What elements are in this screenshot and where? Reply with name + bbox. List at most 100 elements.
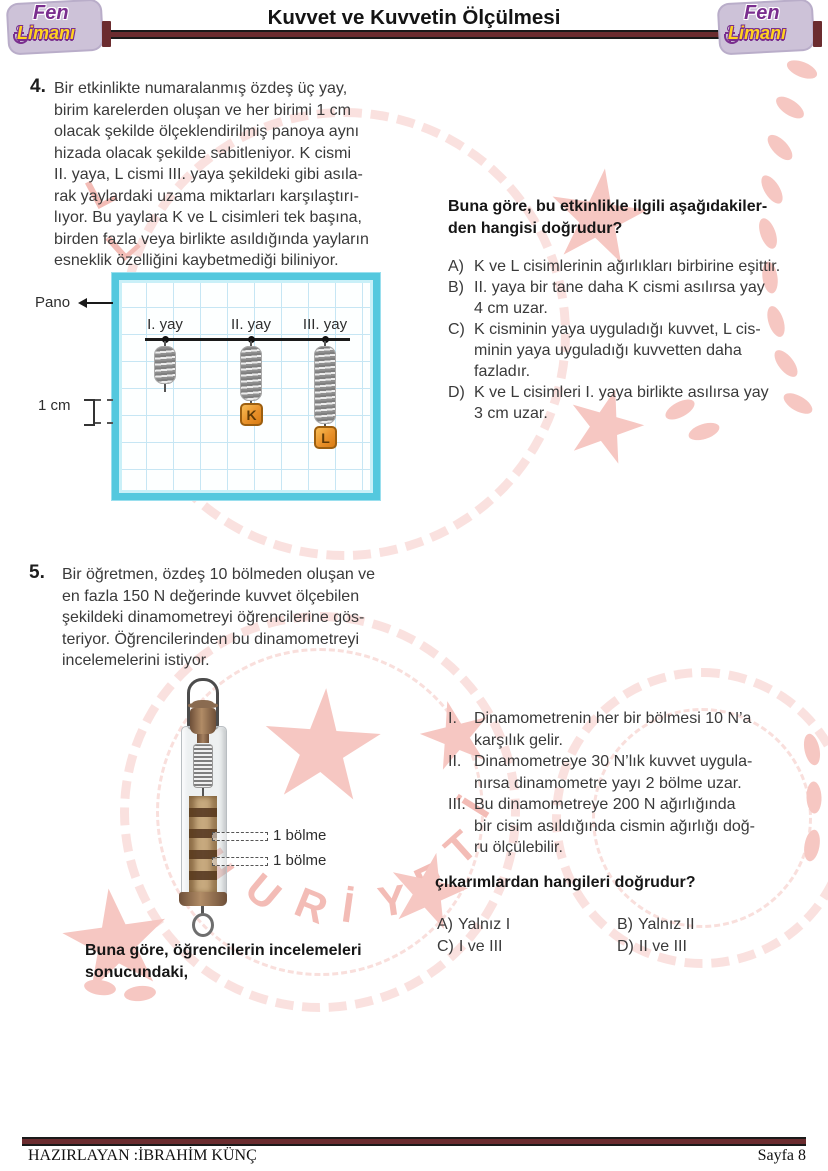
logo-text-fen: Fen [744,2,780,24]
option-c-label: C) [437,938,454,955]
hook-dot [322,336,329,343]
dynamometer-figure: 1 bölme 1 bölme [165,676,365,942]
option-c: C)I ve III [437,938,617,956]
option-c-text: K cisminin yaya uyguladığı kuvvet, L cis… [474,321,761,380]
dynamometer-base [179,892,227,906]
bolme-marker [212,832,268,841]
pegboard: I. yay II. yay III. yay K L [112,273,380,500]
option-c-text: I ve III [458,938,503,955]
anchor-icon [724,25,740,45]
spring2-tail [250,401,252,404]
option-a: A) Yalnız I [437,916,617,934]
hook-dot [248,336,255,343]
laurel-leaf [123,984,157,1003]
laurel-leaf [772,92,808,123]
statement-3: III. Bu dinamometreye 200 N ağırlığında … [448,794,824,859]
logo-text-fen: Fen [33,2,69,24]
pano-arrow-icon [78,298,87,308]
option-b: B) Yalnız II [617,916,817,934]
question5-statements: I. Dinamometrenin her bir bölmesi 10 N’a… [448,708,824,859]
dynamometer-cap [190,708,216,734]
option-d: D)II ve III [617,938,817,956]
footer-rule [22,1137,806,1146]
dynamometer-wingnut [192,700,214,709]
option-a: A) K ve L cisimlerinin ağırlıkları birbi… [448,256,822,277]
spring-2 [240,346,262,401]
option-b-text: Yalnız II [638,916,695,933]
weight-L: L [314,426,337,449]
statement-1-text: Dinamometrenin her bir bölmesi 10 N’a ka… [474,710,752,749]
laurel-leaf [763,130,797,165]
question4-options: A) K ve L cisimlerinin ağırlıkları birbi… [448,256,822,424]
watermark-circle [552,668,828,968]
unit-dash-bottom [95,422,113,424]
statement-2-numeral: II. [448,753,462,770]
option-a-text: Yalnız I [458,916,511,933]
fen-limani-logo: Fen Limanı [714,0,824,55]
spring3-tail [324,424,326,427]
bolme-marker [212,857,268,866]
option-a-label: A) [437,916,453,933]
footer-page-number: Sayfa 8 [757,1147,806,1164]
option-b-text: II. yaya bir tane daha K cismi asılırsa … [474,279,765,317]
question5-number: 5. [29,562,45,583]
option-d-text: II ve III [638,938,687,955]
dynamometer-wire [202,788,204,798]
bolme-label-1: 1 bölme [273,827,327,844]
spring1-tail [164,384,166,392]
statement-2-text: Dinamometreye 30 N’lık kuvvet uygula- nı… [474,753,753,792]
pano-label: Pano [35,294,71,311]
weight-K: K [240,403,263,426]
statement-3-text: Bu dinamometreye 200 N ağırlığında bir c… [474,796,755,856]
unit-dash-top [95,399,113,401]
option-b-label: B) [448,279,464,296]
support-bar [145,338,350,341]
spring2-wire [250,341,252,346]
fen-limani-logo: Fen Limanı [3,0,113,55]
page-title: Kuvvet ve Kuvvetin Ölçülmesi [267,6,561,29]
option-d: D) K ve L cisimleri I. yaya birlikte ası… [448,382,822,424]
watermark-circle [156,648,484,976]
spring-1 [154,346,176,384]
question4-diagram: I. yay II. yay III. yay K L Pano 1 cm [28,268,428,510]
logo-text-limani: Limanı [17,23,76,43]
footer-author: HAZIRLAYAN :İBRAHİM KÜNÇ [28,1147,257,1164]
option-d-text: K ve L cisimleri I. yaya birlikte asılır… [474,384,769,422]
question5-options: A) Yalnız I B) Yalnız II C)I ve III D)II v… [437,916,817,956]
logo-bracket [813,21,822,47]
statement-1: I. Dinamometrenin her bir bölmesi 10 N’a… [448,708,824,751]
question4-stem: Buna göre, bu etkinlikle ilgili aşağıdak… [448,198,768,237]
question5-body: Bir öğretmen, özdeş 10 bölmeden oluşan v… [62,566,376,669]
watermark-circle [120,612,520,1012]
laurel-leaf [784,56,820,83]
watermark-circle [592,708,812,928]
dynamometer-neck [197,734,209,743]
anchor-icon [13,25,29,45]
dynamometer-spring [193,744,213,788]
pano-arrow-line [87,302,113,304]
spring3-wire [324,341,326,346]
statement-1-numeral: I. [448,710,457,727]
question5-prompt: Buna göre, öğrencilerin incelemeleri son… [85,942,362,981]
option-a-label: A) [448,258,464,275]
question4-number: 4. [30,76,46,97]
dynamometer-hook [192,913,214,937]
logo-bracket [102,21,111,47]
question4-body: Bir etkinlikte numaralanmış özdeş üç yay… [54,80,369,269]
option-b-label: B) [617,916,633,933]
bolme-label-2: 1 bölme [273,852,327,869]
unit-label: 1 cm [38,397,71,414]
spring1-label: I. yay [147,316,183,333]
question5-stem: çıkarımlardan hangileri doğrudur? [435,874,696,891]
header-rule [103,30,725,39]
option-d-label: D) [617,938,634,955]
option-a-text: K ve L cisimlerinin ağırlıkları birbirin… [474,258,781,275]
hook-dot [162,336,169,343]
dynamometer-scale [189,796,217,894]
option-b: B) II. yaya bir tane daha K cismi asılır… [448,277,822,319]
option-d-label: D) [448,384,465,401]
logo-text-limani: Limanı [728,23,787,43]
statement-3-numeral: III. [448,796,466,813]
statement-2: II. Dinamometreye 30 N’lık kuvvet uygula… [448,751,824,794]
